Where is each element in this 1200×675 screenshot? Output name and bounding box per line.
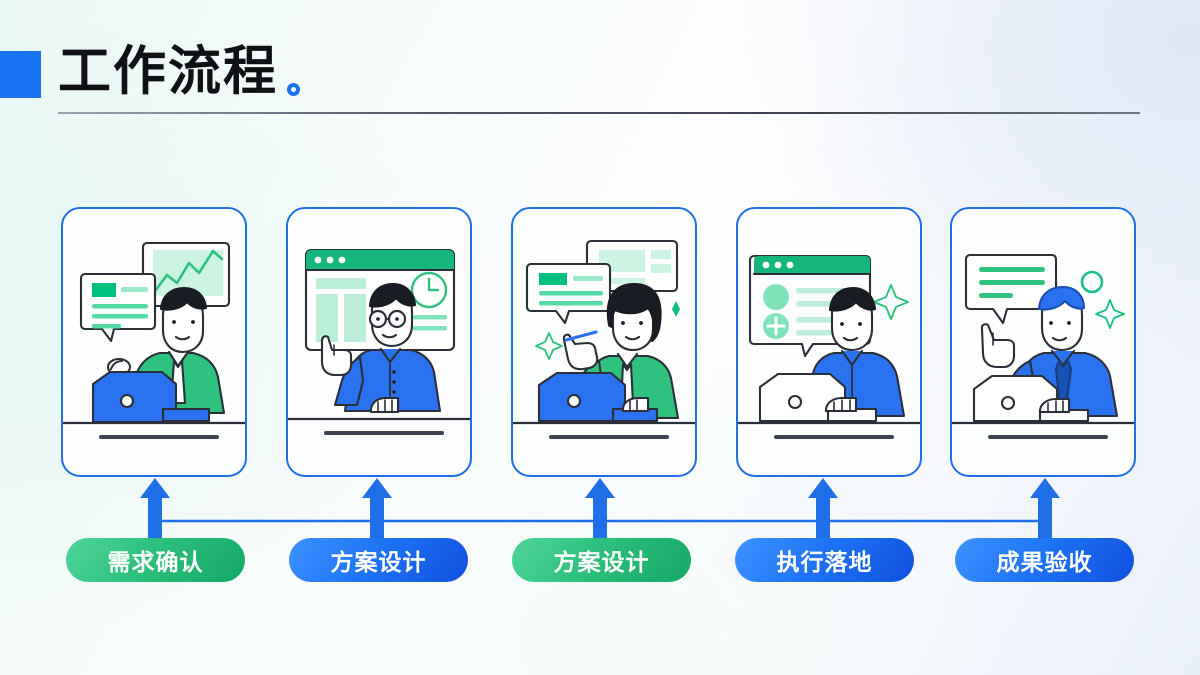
step-card-1[interactable] — [61, 207, 247, 477]
connector-arrows — [140, 478, 1060, 540]
step-label-text: 需求确认 — [107, 549, 204, 575]
step-card-3[interactable] — [511, 207, 697, 477]
step-label-4[interactable]: 执行落地 — [735, 538, 914, 582]
step-card-2[interactable] — [286, 207, 472, 477]
illustration-1 — [63, 209, 245, 475]
title-divider — [58, 112, 1140, 114]
step-label-text: 方案设计 — [330, 549, 427, 575]
step-label-2[interactable]: 方案设计 — [289, 538, 468, 582]
circle-ring-icon — [287, 83, 300, 96]
illustration-4 — [738, 209, 920, 475]
illustration-5 — [952, 209, 1134, 475]
page-title: 工作流程 — [58, 42, 278, 101]
step-label-1[interactable]: 需求确认 — [66, 538, 245, 582]
step-card-5[interactable] — [950, 207, 1136, 477]
step-label-3[interactable]: 方案设计 — [512, 538, 691, 582]
step-label-5[interactable]: 成果验收 — [955, 538, 1134, 582]
flow-connectors — [0, 460, 1200, 560]
illustration-3 — [513, 209, 695, 475]
step-label-text: 方案设计 — [553, 549, 650, 575]
illustration-2 — [288, 209, 470, 475]
step-label-text: 执行落地 — [776, 549, 873, 575]
title-accent-square — [0, 51, 41, 98]
step-label-text: 成果验收 — [996, 549, 1093, 575]
step-card-4[interactable] — [736, 207, 922, 477]
